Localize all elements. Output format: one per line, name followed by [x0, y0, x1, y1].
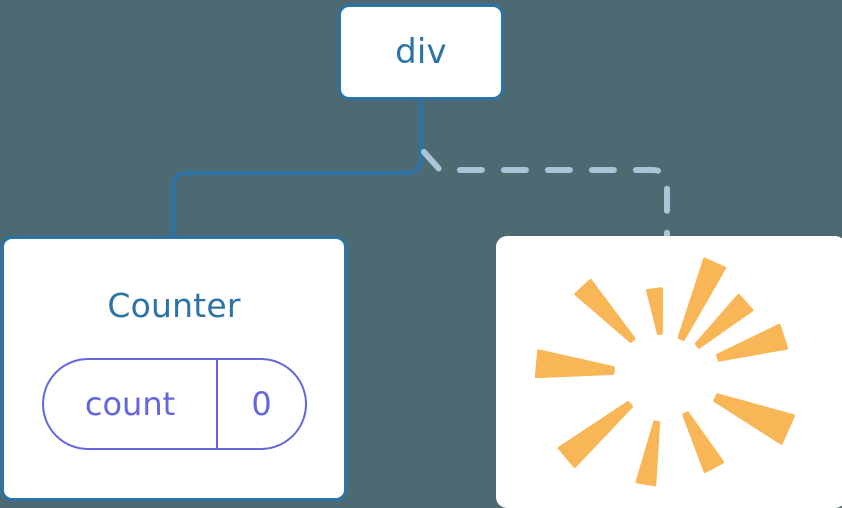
edge-div-to-burst — [421, 149, 670, 243]
burst-spoke-4 — [557, 401, 633, 468]
burst-spoke-2 — [574, 278, 636, 343]
burst-spoke-5 — [635, 420, 661, 487]
burst-spoke-0 — [677, 257, 727, 341]
node-div[interactable]: div — [338, 4, 504, 100]
burst-spoke-1 — [646, 287, 663, 335]
sparkle-burst-icon — [534, 257, 796, 487]
edge-div-to-counter — [171, 97, 423, 242]
burst-spoke-7 — [713, 393, 796, 445]
state-pill-key: count — [84, 385, 176, 423]
state-pill-count[interactable]: count 0 — [42, 358, 307, 450]
burst-spoke-9 — [694, 293, 754, 349]
node-render-burst[interactable] — [496, 236, 842, 508]
node-div-label: div — [395, 32, 447, 72]
burst-spoke-8 — [715, 323, 789, 362]
burst-spoke-3 — [534, 349, 615, 379]
state-pill-value: 0 — [216, 360, 305, 448]
node-counter-label: Counter — [107, 286, 241, 325]
burst-spoke-6 — [682, 411, 725, 474]
